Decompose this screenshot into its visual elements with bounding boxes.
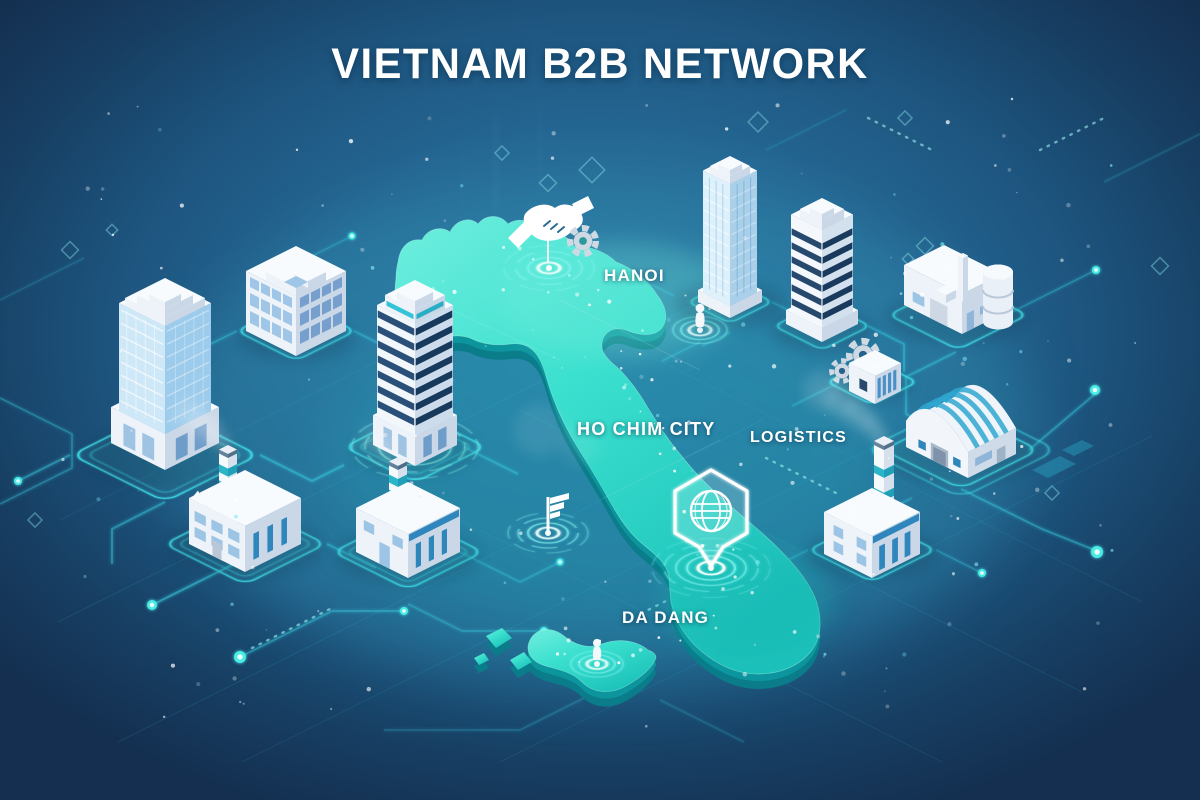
glass-tower-northeast: [698, 156, 762, 318]
server-unit-east: [829, 337, 901, 404]
globe-pin-icon: [673, 468, 749, 568]
layer-smoke: [173, 371, 887, 465]
factory-southwest: [189, 445, 301, 572]
gear-icon: [566, 224, 600, 258]
glass-skyscraper-west: [111, 278, 219, 470]
striped-tower-northeast: [786, 198, 858, 342]
handshake-icon: [508, 196, 594, 263]
layer-particles: [61, 97, 1136, 728]
flag-marker-icon: [546, 493, 569, 531]
factory-southeast: [824, 436, 920, 578]
warehouse-east: [906, 384, 1016, 478]
factory-south: [356, 457, 460, 578]
industrial-plant-east: [904, 245, 1014, 334]
office-building-northwest: [246, 246, 346, 356]
person-north-icon: [695, 303, 705, 327]
layer-icons: [508, 196, 749, 660]
banded-tower-west: [373, 280, 457, 466]
